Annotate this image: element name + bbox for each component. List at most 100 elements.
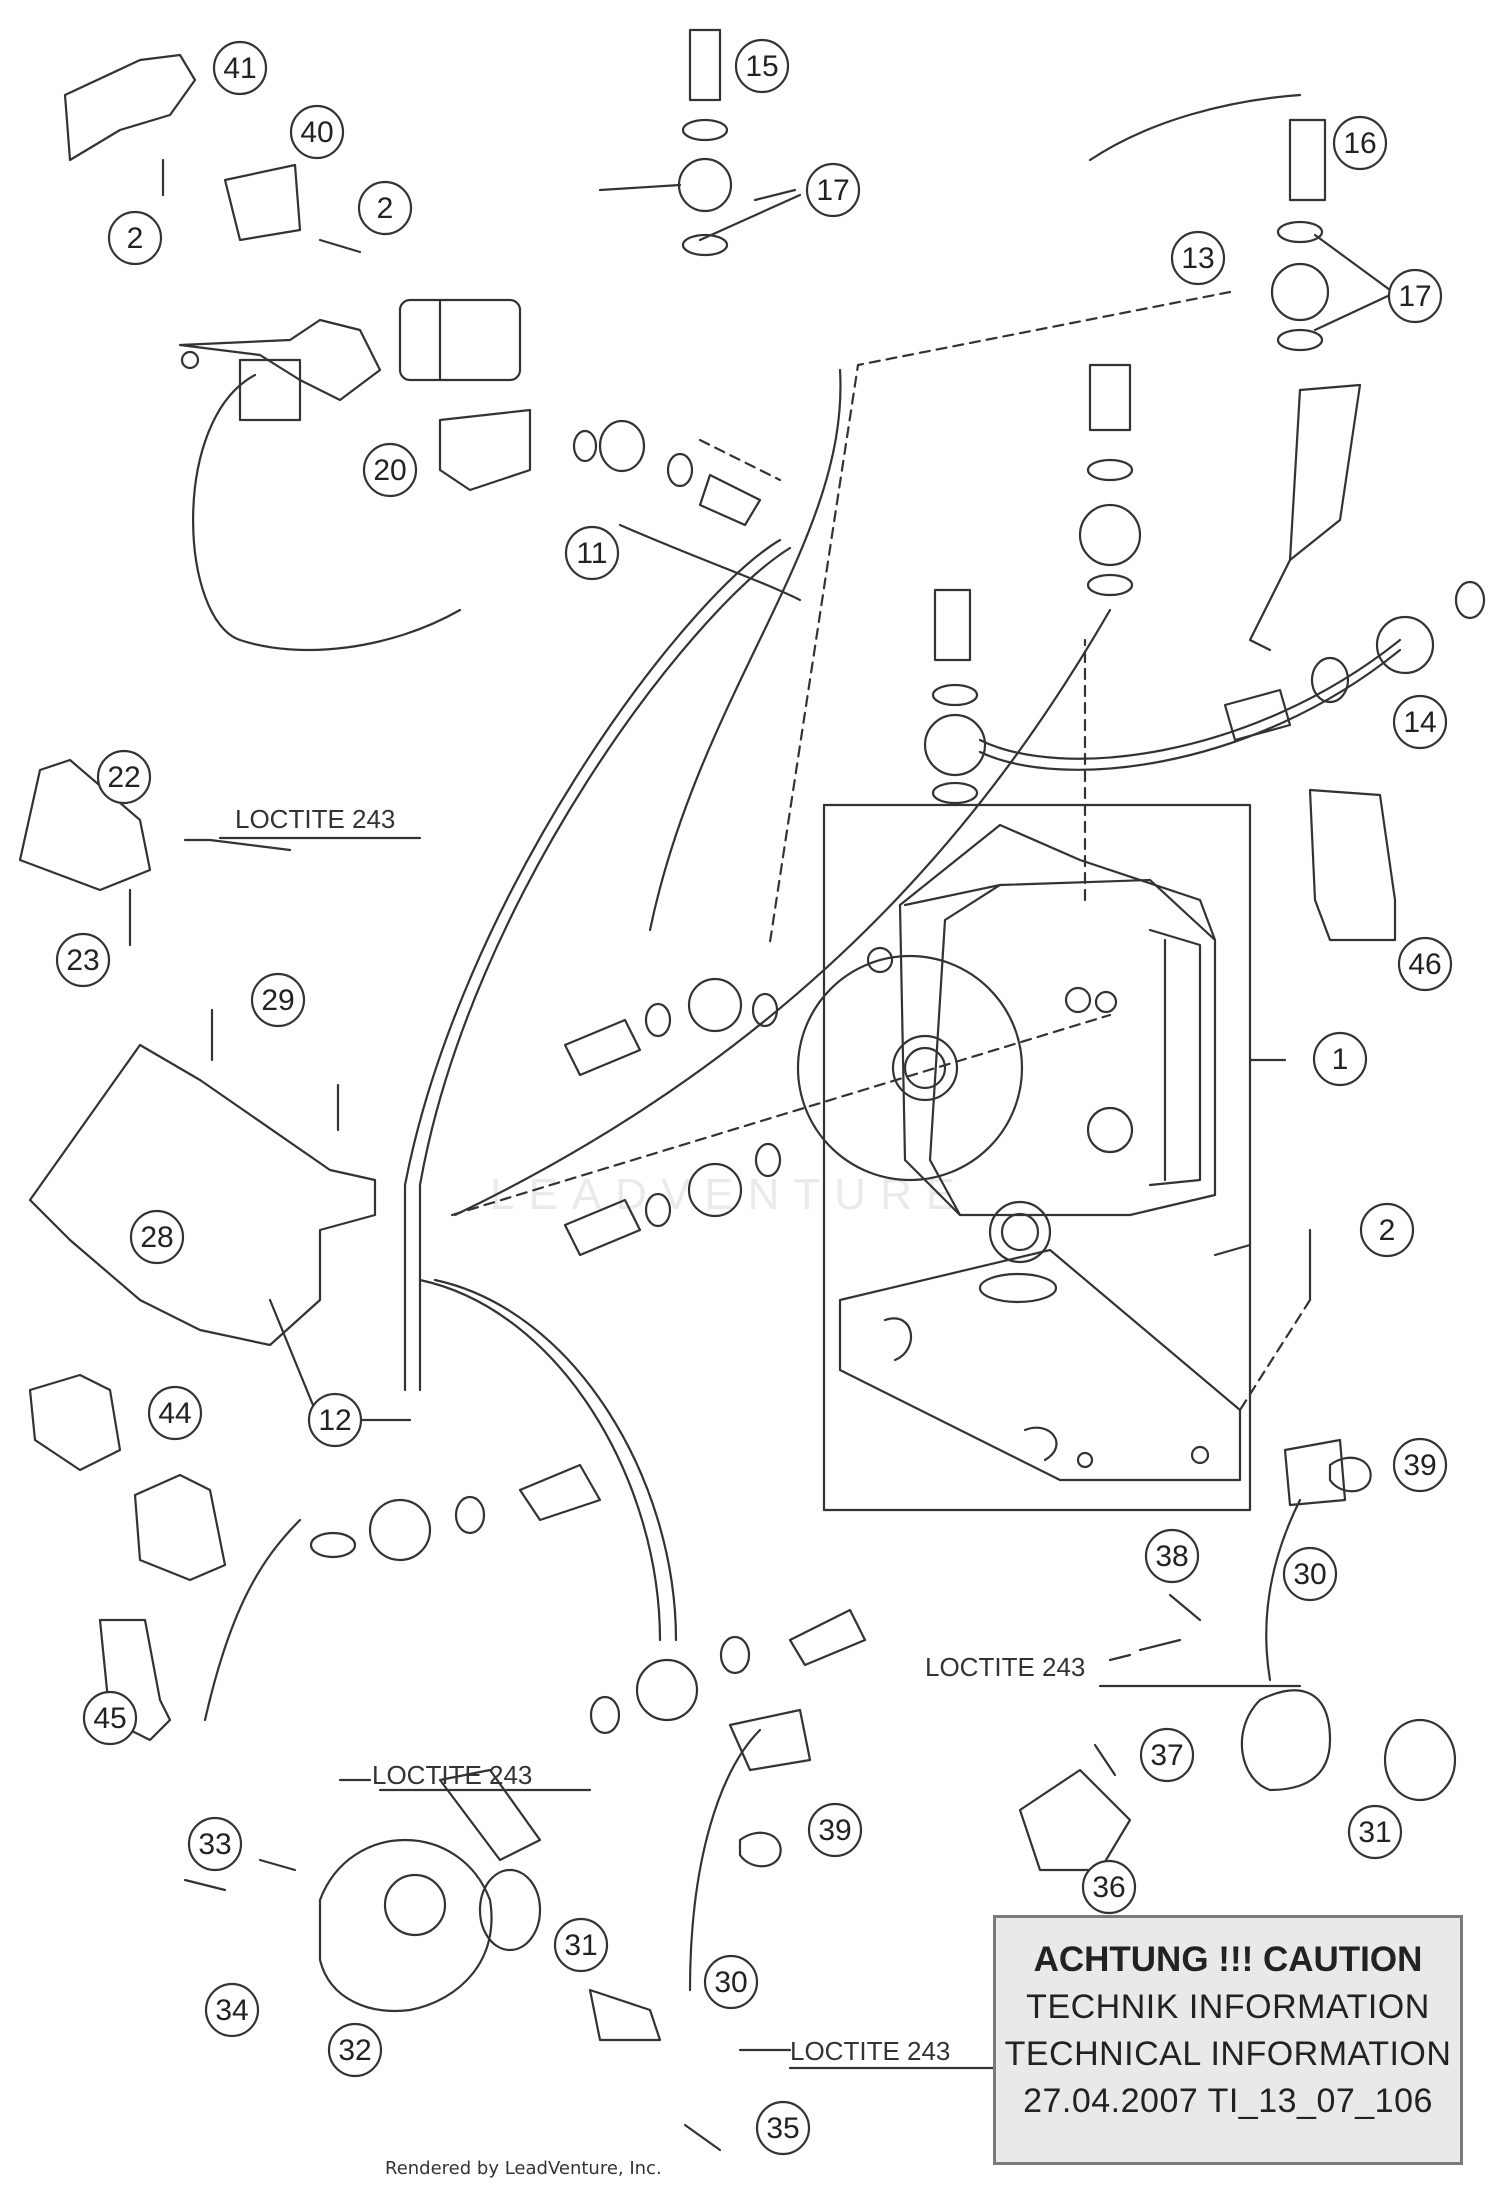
callout-number: 37 [1150,1739,1183,1772]
caution-reference: 27.04.2007 TI_13_07_106 [1023,2082,1433,2120]
callout-circle [1332,115,1388,171]
abs-hydraulic-unit [796,823,1217,1264]
banjo-bolt-15 [688,28,722,102]
clip-44b [133,1473,227,1582]
bolt-37 [1093,1743,1117,1777]
callout-33: 33 [187,1816,243,1872]
callout-17: 17 [1387,268,1443,324]
callout-circle [734,38,790,94]
callout-41: 41 [212,40,268,96]
callout-number: 2 [377,192,394,225]
callout-number: 44 [158,1397,191,1430]
loctite-label: LOCTITE 243 [235,804,395,834]
callout-number: 41 [223,52,256,85]
callout-circle [187,1816,243,1872]
callout-number: 33 [198,1828,231,1861]
callout-circle [357,180,413,236]
callout-37: 37 [1139,1727,1195,1783]
callout-number: 12 [318,1404,351,1437]
sensor-20 [438,408,532,492]
pressure-switch-16 [1288,118,1327,202]
callout-circle [1139,1727,1195,1783]
callout-circle [807,1802,863,1858]
callout-16: 16 [1332,115,1388,171]
callout-number: 30 [714,1966,747,1999]
callout-number: 1 [1332,1043,1349,1076]
callout-11: 11 [564,525,620,581]
callout-circle [1081,1859,1137,1915]
callout-39: 39 [807,1802,863,1858]
clamp-40 [223,163,302,242]
callout-34: 34 [204,1982,260,2038]
callout-1: 1 [1312,1031,1368,1087]
callout-46: 46 [1397,936,1453,992]
callout-number: 38 [1155,1540,1188,1573]
callout-number: 39 [818,1814,851,1847]
callout-number: 34 [215,1994,248,2027]
callout-29: 29 [250,972,306,1028]
caution-line-en: TECHNICAL INFORMATION [1004,2035,1452,2073]
callout-number: 36 [1092,1871,1125,1904]
callout-circle [362,442,418,498]
render-credit: Rendered by LeadVenture, Inc. [385,2158,662,2179]
callout-30: 30 [703,1954,759,2010]
callout-number: 30 [1293,1558,1326,1591]
callout-number: 16 [1343,127,1376,160]
callout-circle [55,932,111,988]
callout-circle [1144,1528,1200,1584]
caution-title: ACHTUNG !!! CAUTION [1033,1940,1423,1979]
callout-circle [553,1917,609,1973]
callout-number: 31 [564,1929,597,1962]
callout-circle [289,104,345,160]
callout-36: 36 [1081,1859,1137,1915]
callout-number: 23 [66,944,99,977]
callout-number: 39 [1403,1449,1436,1482]
callout-35: 35 [755,2100,811,2156]
callout-40: 40 [289,104,345,160]
loctite-label: LOCTITE 243 [790,2036,950,2066]
callout-circle [1397,936,1453,992]
callout-2: 2 [107,210,163,266]
callout-circle [755,2100,811,2156]
callout-12: 12 [307,1392,363,1448]
tone-ring-31a [1240,1689,1332,1792]
callout-22: 22 [96,749,152,805]
callout-30: 30 [1282,1546,1338,1602]
callout-20: 20 [362,442,418,498]
callout-23: 23 [55,932,111,988]
callout-circle [82,1690,138,1746]
callout-circle [1359,1202,1415,1258]
clip-39a [1328,1456,1372,1493]
banjo-14 [1223,688,1292,742]
callout-circle [307,1392,363,1448]
bolt-35 [683,2123,722,2152]
callout-2: 2 [1359,1202,1415,1258]
bolt-34 [183,1878,227,1892]
wheel-speed-sensor-lower [688,1728,762,1992]
callout-number: 14 [1403,706,1436,739]
callout-39: 39 [1392,1437,1448,1493]
callout-circle [204,1982,260,2038]
callout-circle [129,1209,185,1265]
callout-number: 15 [745,50,778,83]
abs-bracket [838,1248,1242,1482]
abs-unit-frame [822,803,1252,1512]
loctite-label: LOCTITE 243 [372,1760,532,1790]
callout-number: 22 [107,761,140,794]
callout-circle [1387,268,1443,324]
callout-number: 17 [1398,280,1431,313]
callout-number: 2 [1379,1214,1396,1247]
callout-circle [1312,1031,1368,1087]
callout-38: 38 [1144,1528,1200,1584]
callout-number: 35 [766,2112,799,2145]
callout-2: 2 [357,180,413,236]
bolt-38 [1168,1593,1202,1622]
callout-14: 14 [1392,694,1448,750]
callout-44: 44 [147,1385,203,1441]
caution-notice-box: ACHTUNG !!! CAUTION TECHNIK INFORMATION … [993,1915,1463,2165]
clip-44a [28,1373,122,1472]
callout-number: 40 [300,116,333,149]
watermark-text: LEADVENTURE [490,1170,970,1219]
callout-circle [1347,1804,1403,1860]
